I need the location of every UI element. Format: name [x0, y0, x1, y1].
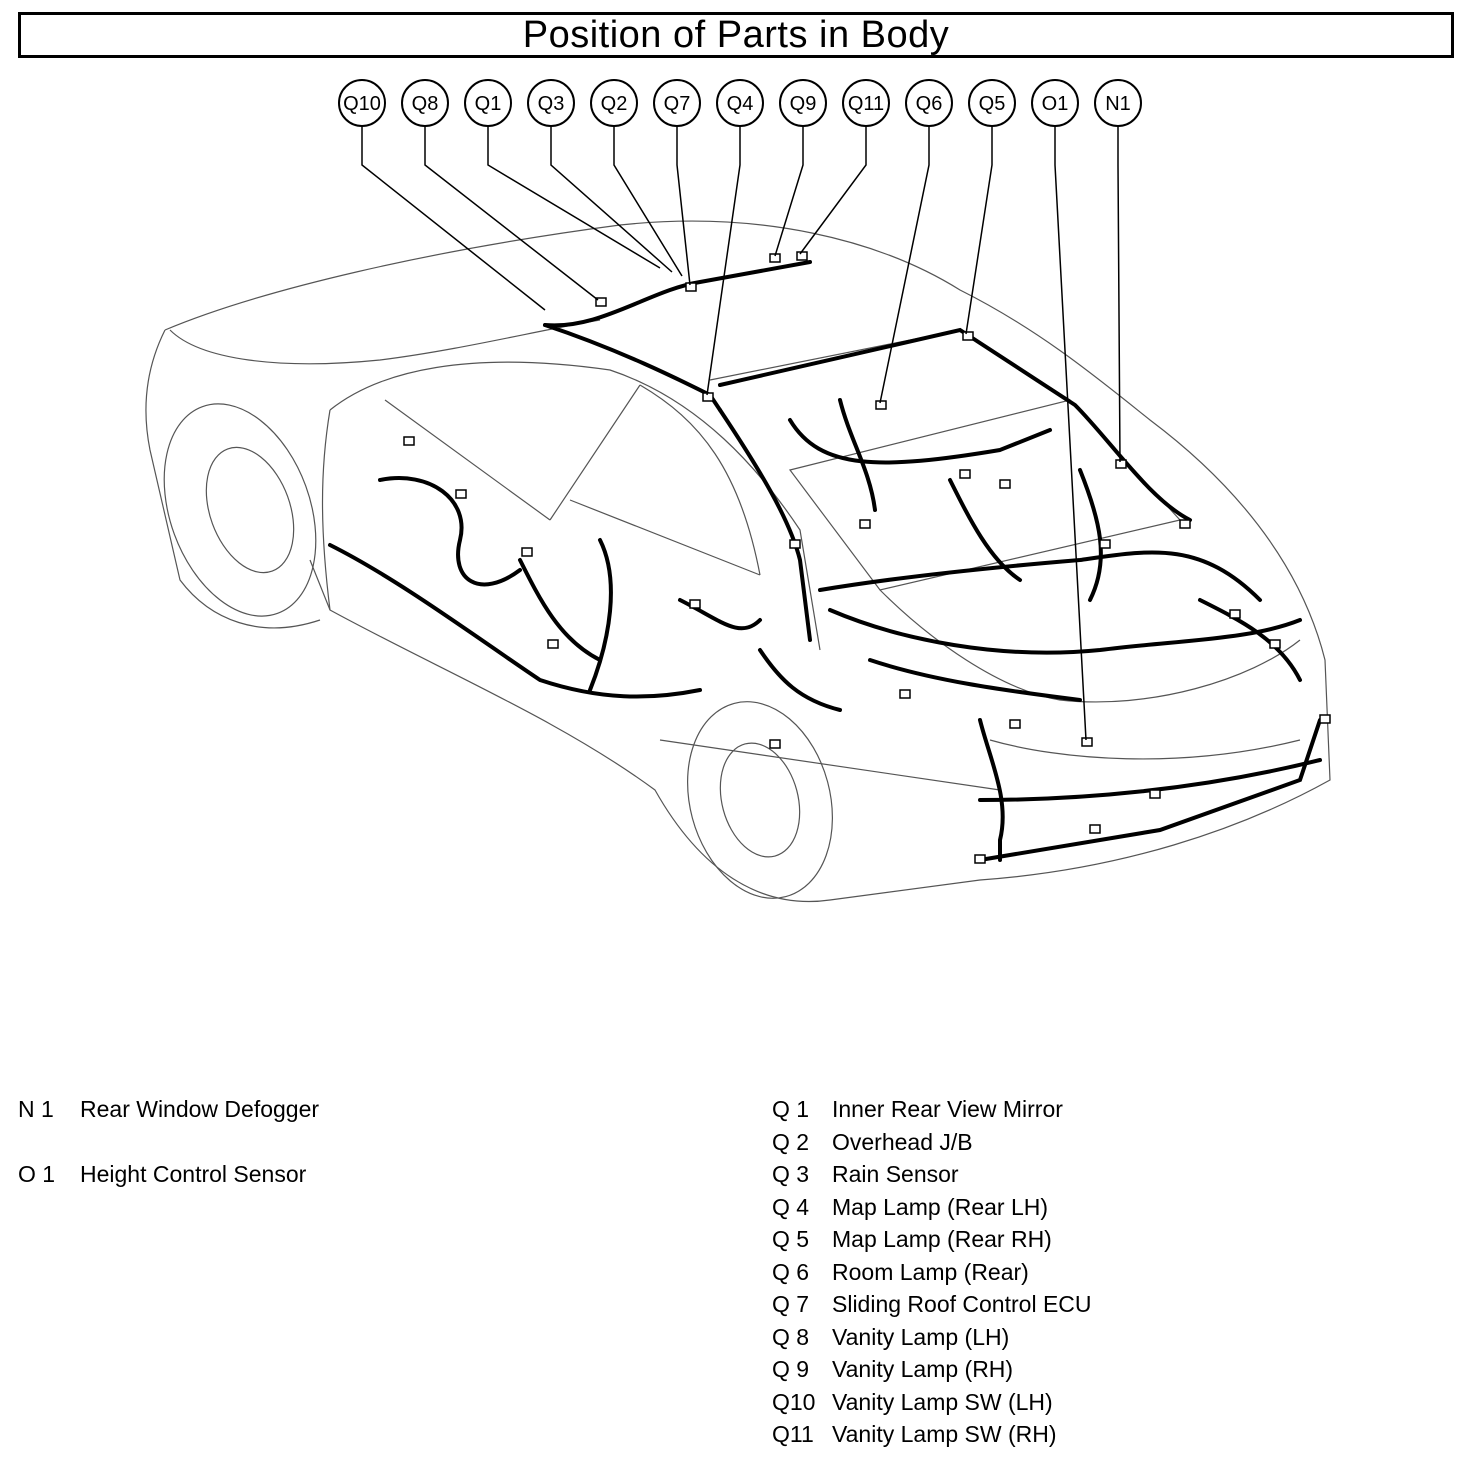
legend-item-q11: Q11 Vanity Lamp SW (RH) [772, 1418, 1092, 1451]
callout-circle [1031, 79, 1079, 127]
legend-item-q4: Q 4 Map Lamp (Rear LH) [772, 1191, 1092, 1224]
legend-name: Rain Sensor [832, 1161, 959, 1187]
callout-group: Q10 Q8 Q1 Q3 Q2 Q7 Q4 Q9 Q11 Q6 Q5 O1 N1 [338, 79, 1142, 127]
legend-code: Q 2 [772, 1128, 810, 1155]
wire-harness [328, 260, 1322, 862]
legend-name: Vanity Lamp (LH) [832, 1323, 1010, 1350]
legend-code: Q11 [772, 1421, 814, 1447]
legend-item-o1: O 1 Height Control Sensor [18, 1158, 319, 1191]
callout-label: O1 [1042, 93, 1069, 115]
legend-name: Map Lamp (Rear LH) [832, 1193, 1049, 1220]
callout-circle [527, 79, 575, 127]
callout-q5: Q5 [968, 79, 1016, 127]
title-box: Position of Parts in Body [18, 12, 1454, 58]
legend-code: Q 9 [772, 1356, 810, 1382]
callout-q3: Q3 [527, 79, 575, 127]
callout-circle [779, 79, 827, 127]
callout-q7: Q7 [653, 79, 701, 127]
callout-label: Q2 [601, 93, 628, 115]
callout-label: Q7 [664, 93, 691, 115]
callout-circle [1094, 79, 1142, 127]
callout-circle [653, 79, 701, 127]
connectors [403, 251, 1331, 864]
callout-q1: Q1 [464, 79, 512, 127]
callout-circle [716, 79, 764, 127]
callout-label: N1 [1105, 93, 1131, 115]
car-body-diagram: Q10 Q8 Q1 Q3 Q2 Q7 Q4 Q9 Q11 Q6 Q5 O1 N1 [145, 79, 1331, 903]
legend-code: N 1 [18, 1096, 54, 1122]
callout-label: Q3 [538, 93, 565, 115]
legend-left: N 1 Rear Window Defogger O 1 Height Cont… [18, 1093, 319, 1190]
legend-code: Q 4 [772, 1193, 810, 1220]
callout-n1: N1 [1094, 79, 1142, 127]
legend-code: Q10 [772, 1388, 816, 1415]
callout-label: Q8 [412, 93, 439, 115]
callout-o1: O1 [1031, 79, 1079, 127]
callout-q2: Q2 [590, 79, 638, 127]
legend-name: Inner Rear View Mirror [832, 1096, 1063, 1122]
callout-circle [968, 79, 1016, 127]
page-title: Position of Parts in Body [522, 13, 950, 56]
legend-item-q3: Q 3 Rain Sensor [772, 1158, 1092, 1191]
legend-right: Q 1 Inner Rear View Mirror Q 2 Overhead J/… [772, 1093, 1092, 1451]
legend-code: Q 6 [772, 1258, 810, 1285]
legend-name: Height Control Sensor [80, 1160, 307, 1187]
callout-label: Q10 [343, 93, 381, 115]
callout-circle [464, 79, 512, 127]
legend-name: Vanity Lamp SW (LH) [832, 1388, 1053, 1415]
legend-item-q1: Q 1 Inner Rear View Mirror [772, 1093, 1092, 1126]
legend-item-q7: Q 7 Sliding Roof Control ECU [772, 1288, 1092, 1321]
callout-circle [401, 79, 449, 127]
legend-item-q10: Q10 Vanity Lamp SW (LH) [772, 1386, 1092, 1419]
legend-name: Sliding Roof Control ECU [832, 1291, 1092, 1317]
legend-name: Rear Window Defogger [80, 1096, 320, 1122]
legend-code: Q 3 [772, 1161, 810, 1187]
legend-item-q8: Q 8 Vanity Lamp (LH) [772, 1321, 1092, 1354]
legend-name: Map Lamp (Rear RH) [832, 1226, 1052, 1252]
legend-name: Vanity Lamp (RH) [832, 1356, 1014, 1382]
legend-item-q9: Q 9 Vanity Lamp (RH) [772, 1353, 1092, 1386]
car-outline [145, 220, 1331, 903]
legend-name: Overhead J/B [832, 1128, 973, 1155]
legend-item-q5: Q 5 Map Lamp (Rear RH) [772, 1223, 1092, 1256]
legend-code: Q 5 [772, 1226, 810, 1252]
callout-circle [842, 79, 890, 127]
legend-code: Q 8 [772, 1323, 810, 1350]
callout-q11: Q11 [842, 79, 890, 127]
callout-label: Q11 [848, 93, 884, 115]
leader-lines [361, 126, 1121, 741]
legend-name: Room Lamp (Rear) [832, 1258, 1029, 1285]
callout-circle [905, 79, 953, 127]
legend-code: O 1 [18, 1160, 56, 1187]
legend-item-q2: Q 2 Overhead J/B [772, 1126, 1092, 1159]
callout-q6: Q6 [905, 79, 953, 127]
callout-label: Q9 [790, 93, 817, 115]
callout-label: Q4 [727, 93, 754, 115]
callout-label: Q5 [979, 93, 1006, 115]
legend-code: Q 7 [772, 1291, 810, 1317]
callout-q4: Q4 [716, 79, 764, 127]
callout-q9: Q9 [779, 79, 827, 127]
callout-label: Q1 [475, 93, 502, 115]
callout-label: Q6 [916, 93, 943, 115]
legend-name: Vanity Lamp SW (RH) [832, 1421, 1057, 1447]
legend-code: Q 1 [772, 1096, 810, 1122]
callout-circle [338, 79, 386, 127]
callout-q10: Q10 [338, 79, 386, 127]
callout-q8: Q8 [401, 79, 449, 127]
callout-circle [590, 79, 638, 127]
legend-item-n1: N 1 Rear Window Defogger [18, 1093, 319, 1126]
legend-item-q6: Q 6 Room Lamp (Rear) [772, 1256, 1092, 1289]
